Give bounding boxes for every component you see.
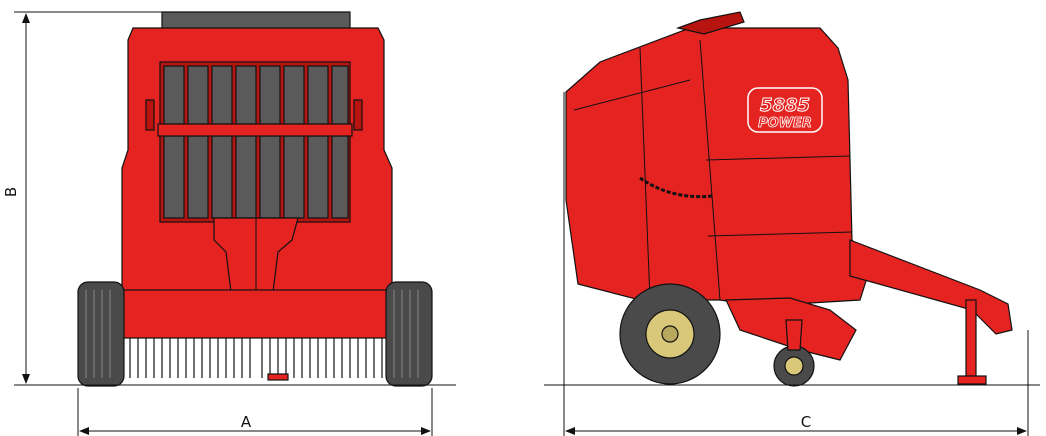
front-left-latch — [145, 99, 155, 131]
side-castor-rim — [784, 356, 804, 376]
dimension-b-label: B — [2, 187, 20, 197]
side-top-linkage — [675, 11, 745, 35]
side-stand — [965, 299, 977, 377]
dimension-c — [563, 92, 1029, 436]
front-jack-foot — [267, 373, 289, 381]
badge-model: 5885 — [760, 95, 810, 116]
front-left-tyre — [77, 281, 125, 387]
dimension-a — [77, 388, 433, 436]
side-castor-fork — [785, 319, 803, 351]
front-pickup-tines — [129, 338, 383, 378]
front-right-tyre — [385, 281, 433, 387]
dimension-b — [14, 11, 162, 386]
side-stand-foot — [957, 375, 987, 385]
front-rollers — [163, 65, 349, 219]
side-drawbar — [849, 239, 1013, 335]
side-chain — [639, 176, 713, 199]
side-body — [565, 27, 873, 307]
front-crossbar — [157, 123, 353, 137]
front-pickup-housing — [103, 289, 409, 339]
side-view: 5885 POWER — [565, 11, 1013, 387]
front-view — [77, 11, 433, 387]
badge-line: POWER — [758, 116, 812, 131]
dimension-c-label: C — [801, 413, 811, 431]
dimension-a-label: A — [241, 413, 252, 431]
side-panel-lines — [573, 39, 853, 301]
side-badge: 5885 POWER — [747, 87, 823, 133]
front-right-latch — [353, 99, 363, 131]
